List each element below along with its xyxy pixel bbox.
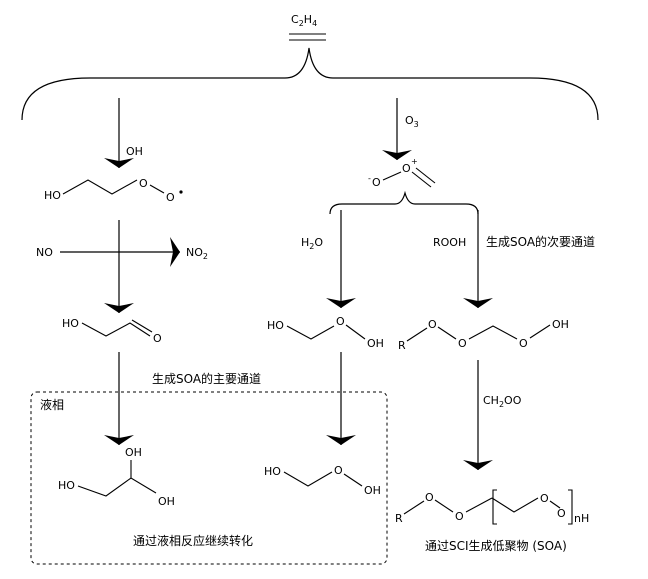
peroxy-bonds	[62, 179, 138, 195]
sci-o-plus: O	[402, 162, 411, 175]
top-brace	[21, 47, 599, 121]
hydroxymethyl-hydroperoxide: HO O OH	[267, 315, 384, 350]
adduct-bond-2	[437, 326, 457, 340]
aldehyde-o: O	[153, 332, 162, 345]
peroxy-o2: O	[166, 191, 175, 204]
adduct-oh: OH	[552, 318, 569, 331]
oligomer: R O O O O n H	[395, 489, 589, 525]
hmhp-ho: HO	[267, 319, 284, 332]
aqueous-phase-box	[30, 391, 388, 565]
oligomer-r: R	[395, 512, 403, 525]
rooh-adduct: R O O O OH	[398, 318, 569, 352]
reagent-ch2oo: CH2OO	[483, 394, 522, 409]
hmhp2-oh: OH	[364, 484, 381, 497]
peroxy-radical: HO O O	[44, 177, 183, 204]
criegee-intermediate: - O O +	[368, 157, 436, 189]
sci-plus-sign: +	[411, 157, 418, 166]
peroxy-ho: HO	[44, 189, 61, 202]
oligomer-bond-1	[403, 500, 425, 515]
oligomer-bond-3	[465, 497, 493, 513]
peroxy-oo-bond	[149, 184, 165, 194]
sci-brace	[329, 190, 479, 215]
adduct-o2: O	[458, 337, 467, 350]
adduct-bond-1	[406, 327, 428, 342]
sci-co-double-2	[415, 167, 436, 184]
glycol-bonds	[77, 477, 157, 497]
glycol-product: OH HO OH	[58, 446, 175, 508]
oligomer-caption: 通过SCI生成低聚物 (SOA)	[425, 539, 567, 553]
oligomer-h: H	[581, 512, 589, 525]
adduct-bond-4	[529, 324, 551, 339]
sci-co-double-1	[411, 171, 432, 188]
adduct-o3: O	[519, 337, 528, 350]
reagent-no: NO	[36, 246, 53, 259]
glycol-oh-right: OH	[158, 495, 175, 508]
peroxy-o1: O	[139, 177, 148, 190]
product-no2: NO2	[186, 246, 208, 261]
oligomer-bond-2	[434, 499, 454, 513]
hmhp2-bonds-1	[283, 471, 333, 487]
oligomer-bond-5	[549, 500, 561, 509]
oligomer-o4: O	[557, 507, 566, 520]
reagent-oh: OH	[126, 145, 143, 158]
sci-oo-bond	[382, 171, 402, 181]
reagent-o3: O3	[405, 114, 419, 129]
hmhp2-bond-2	[343, 473, 363, 487]
hmhp-bond-2	[345, 324, 366, 340]
hmhp-oh: OH	[367, 337, 384, 350]
radical-dot	[179, 190, 183, 194]
hmhp-o: O	[336, 315, 345, 328]
hmhp2-o: O	[334, 464, 343, 477]
oligomer-bonds-4	[491, 497, 539, 513]
reagent-h2o: H2O	[301, 236, 323, 251]
hydroxymethyl-hydroperoxide-aqueous: HO O OH	[264, 464, 381, 497]
secondary-route-label: 生成SOA的次要通道	[486, 234, 595, 249]
oligomer-o2: O	[455, 510, 464, 523]
aqueous-label: 液相	[40, 397, 64, 412]
sci-o-minus: O	[372, 176, 381, 189]
aldehyde-co-double	[131, 319, 153, 333]
aldehyde-ho: HO	[62, 317, 79, 330]
oligomer-o3: O	[540, 492, 549, 505]
adduct-o1: O	[428, 318, 437, 331]
reagent-rooh: ROOH	[433, 236, 466, 249]
oligomer-bracket-right	[568, 489, 573, 525]
hmhp2-ho: HO	[264, 465, 281, 478]
glycolaldehyde: HO O	[62, 317, 162, 345]
ethylene-formula: C2H4	[291, 13, 317, 28]
adduct-bonds-3	[468, 325, 518, 340]
sci-minus-sign: -	[368, 174, 371, 183]
main-route-label: 生成SOA的主要通道	[152, 371, 261, 386]
aqueous-caption: 通过液相反应继续转化	[133, 533, 253, 548]
oligomer-bracket-left	[492, 489, 497, 525]
glycol-ho: HO	[58, 479, 75, 492]
glycol-oh-top: OH	[125, 446, 142, 459]
ethylene: C2H4	[289, 13, 326, 41]
oligomer-n: n	[574, 512, 581, 525]
aldehyde-bonds	[81, 322, 151, 337]
adduct-r: R	[398, 339, 406, 352]
hmhp-bonds-1	[286, 325, 335, 340]
oligomer-o1: O	[425, 491, 434, 504]
